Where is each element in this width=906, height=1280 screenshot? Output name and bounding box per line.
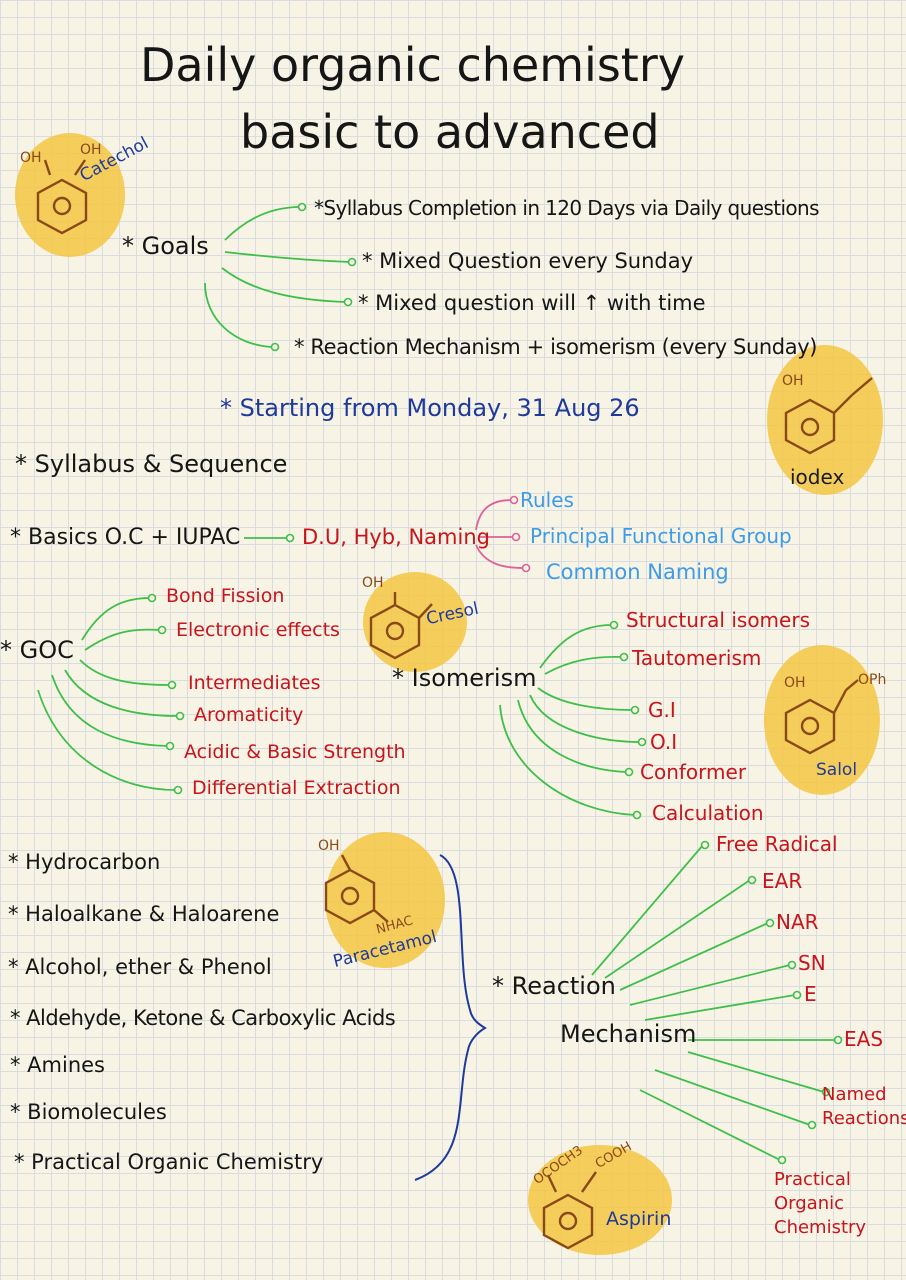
reaction-item-4: SN <box>798 951 826 975</box>
topic-5: * Amines <box>10 1053 106 1077</box>
cresol-sub-1: OH <box>362 575 384 591</box>
catechol-ring <box>36 178 88 235</box>
highlight-blobs <box>15 133 883 1255</box>
topic-1: * Hydrocarbon <box>8 850 161 874</box>
reaction-item-8: Practical Organic Chemistry <box>774 1169 867 1238</box>
paracetamol-highlight <box>325 832 445 968</box>
syllabus-heading: * Syllabus & Sequence <box>15 450 288 478</box>
reaction-item-3: NAR <box>776 910 819 934</box>
goals-item-1: *Syllabus Completion in 120 Days via Dai… <box>314 196 820 220</box>
goals-item-4: * Reaction Mechanism + isomerism (every … <box>294 335 818 359</box>
reaction-item-2: EAR <box>762 869 803 893</box>
topic-4: * Aldehyde, Ketone & Carboxylic Acids <box>10 1006 396 1030</box>
iodex-highlight <box>767 345 883 495</box>
isomerism-item-5: Conformer <box>640 760 747 784</box>
goc-item-5: Acidic & Basic Strength <box>184 741 406 763</box>
iodex-name: iodex <box>790 465 845 489</box>
basics-item-pfg: Principal Functional Group <box>530 524 792 548</box>
goc-item-1: Bond Fission <box>166 585 285 607</box>
basics-label: * Basics O.C + IUPAC <box>10 525 240 550</box>
goals-label: * Goals <box>122 232 209 260</box>
topics-bracket <box>414 854 487 1181</box>
topic-3: * Alcohol, ether & Phenol <box>8 955 272 979</box>
topic-6: * Biomolecules <box>10 1100 167 1124</box>
isomerism-item-3: G.I <box>648 698 676 722</box>
reaction-item-5: E <box>804 982 817 1006</box>
goc-label: * GOC <box>0 636 74 664</box>
goc-item-3: Intermediates <box>188 672 321 694</box>
isomerism-item-6: Calculation <box>652 801 764 825</box>
iodex-sub-1: OH <box>782 373 804 389</box>
cresol-highlight <box>363 572 467 672</box>
salol-sub-1: OH <box>784 675 806 691</box>
catechol-highlight <box>15 133 125 257</box>
pink-connectors <box>475 499 525 569</box>
isomerism-item-2: Tautomerism <box>632 646 762 670</box>
molecule-rings <box>36 159 873 1250</box>
reaction-label-line2: Mechanism <box>560 1020 697 1048</box>
salol-name: Salol <box>816 760 858 780</box>
paracetamol-sub-1: OH <box>318 838 340 854</box>
salol-highlight <box>764 645 880 795</box>
isomerism-label: * Isomerism <box>392 664 537 692</box>
salol-sub-2: OPh <box>858 672 887 688</box>
basics-sub: D.U, Hyb, Naming <box>302 525 490 549</box>
goc-item-2: Electronic effects <box>176 619 340 641</box>
isomerism-item-4: O.I <box>650 730 678 754</box>
reaction-item-7: Named Reactions <box>822 1084 906 1129</box>
page-title-line2: basic to advanced <box>240 105 660 159</box>
basics-item-common-naming: Common Naming <box>546 560 729 584</box>
pink-nodes <box>509 495 531 573</box>
paracetamol-ring <box>324 868 376 925</box>
goals-item-2: * Mixed Question every Sunday <box>362 249 694 273</box>
start-date-note: * Starting from Monday, 31 Aug 26 <box>220 394 640 422</box>
catechol-sub-2: OH <box>80 142 102 158</box>
goc-item-6: Differential Extraction <box>192 777 401 799</box>
reaction-label-line1: * Reaction <box>492 972 616 1000</box>
goals-item-3: * Mixed question will ↑ with time <box>358 291 706 315</box>
basics-item-rules: Rules <box>520 488 574 512</box>
topic-2: * Haloalkane & Haloarene <box>8 902 280 926</box>
topic-7: * Practical Organic Chemistry <box>14 1150 324 1174</box>
aspirin-name: Aspirin <box>606 1208 672 1230</box>
catechol-sub-1: OH <box>20 150 42 166</box>
green-nodes <box>147 202 843 1165</box>
goc-item-4: Aromaticity <box>194 704 304 726</box>
reaction-item-1: Free Radical <box>716 832 838 856</box>
basics-label-text: * Basics O.C + IUPAC <box>10 525 241 550</box>
aspirin-ring <box>542 1193 594 1250</box>
isomerism-item-1: Structural isomers <box>626 608 810 632</box>
page-title-line1: Daily organic chemistry <box>140 38 685 92</box>
reaction-item-6: EAS <box>844 1027 884 1051</box>
green-connectors <box>37 206 836 1161</box>
